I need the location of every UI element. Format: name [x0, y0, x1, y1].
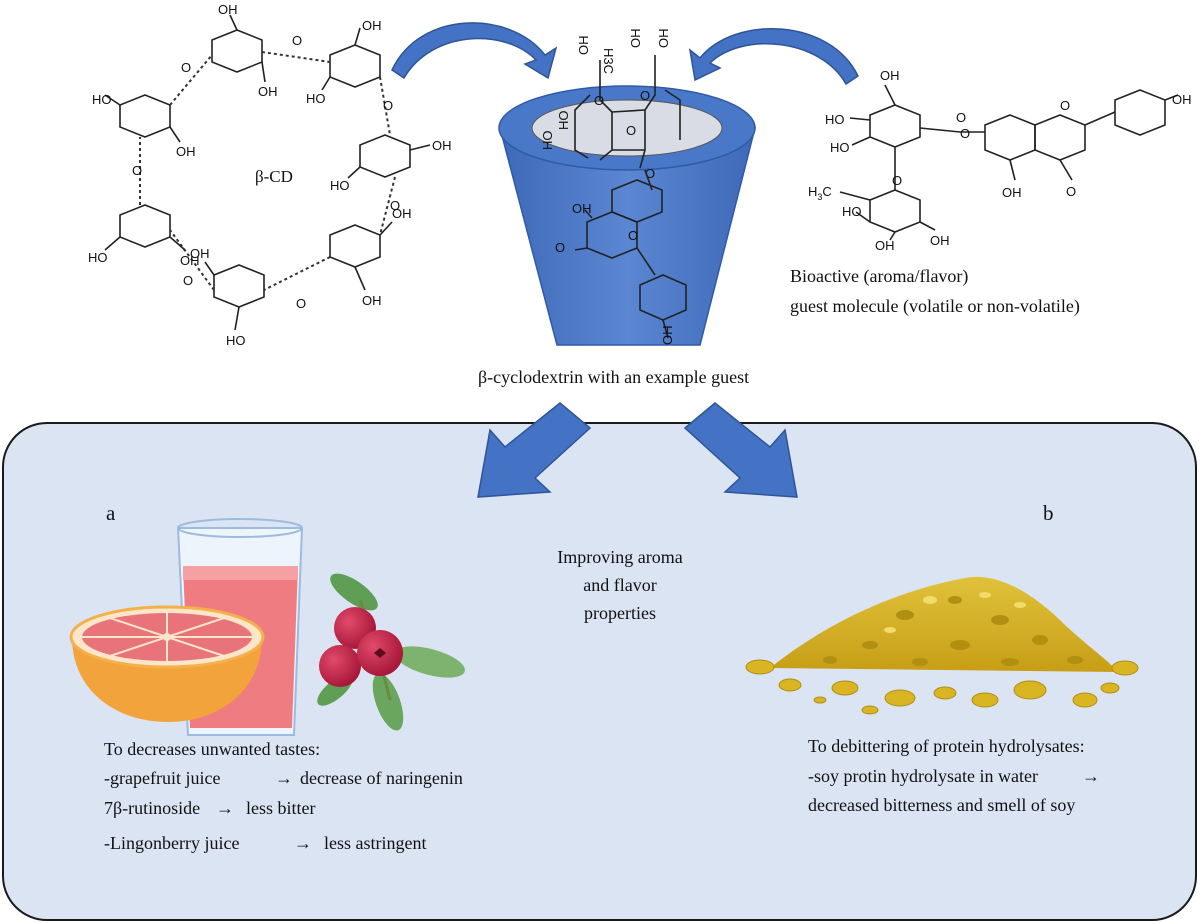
- panel-a-line3-arrow: →: [294, 833, 312, 853]
- svg-text:O: O: [555, 240, 565, 255]
- svg-text:OH: OH: [432, 138, 452, 153]
- panel-a-heading: To decreases unwanted tastes:: [104, 739, 320, 759]
- svg-text:HO: HO: [88, 250, 108, 265]
- center-text-line2: and flavor: [583, 575, 656, 595]
- svg-text:O: O: [1060, 98, 1070, 113]
- svg-text:O: O: [960, 126, 970, 141]
- panel-a-line1-left: -grapefruit juice: [104, 768, 220, 788]
- guest-caption-line2: guest molecule (volatile or non-volatile…: [790, 296, 1080, 317]
- svg-text:H3C: H3C: [601, 48, 616, 74]
- svg-text:OH: OH: [875, 238, 895, 253]
- svg-text:OH: OH: [572, 201, 592, 216]
- soy-powder-pile-illustration: [745, 576, 1139, 715]
- panel-a-label: a: [106, 501, 116, 525]
- arrow-down-left: [477, 402, 592, 498]
- panel-a-line3-right: less astringent: [324, 833, 426, 853]
- svg-text:OH: OH: [392, 206, 412, 221]
- panel-a-line2-left: 7β-rutinoside: [104, 798, 200, 818]
- svg-text:OH: OH: [1172, 92, 1192, 107]
- svg-text:O: O: [626, 123, 636, 138]
- cyclodextrin-cup-illustration: H3C OH OH OH HO HO O O O O OH O O OH: [498, 29, 756, 346]
- svg-text:OH: OH: [628, 29, 643, 49]
- svg-text:HO: HO: [330, 178, 350, 193]
- arrow-down-right: [683, 402, 798, 498]
- svg-text:OH: OH: [218, 2, 238, 17]
- methyl-label: H3C: [808, 184, 832, 202]
- svg-text:OH: OH: [258, 84, 278, 99]
- svg-text:O: O: [956, 110, 966, 125]
- svg-text:OH: OH: [660, 326, 675, 346]
- svg-text:OH: OH: [362, 18, 382, 33]
- svg-text:O: O: [1066, 184, 1076, 199]
- grapefruit-half-illustration: [69, 605, 265, 722]
- svg-text:OH: OH: [176, 144, 196, 159]
- svg-text:HO: HO: [540, 131, 555, 151]
- svg-text:HO: HO: [842, 204, 862, 219]
- svg-text:O: O: [296, 296, 306, 311]
- panel-b-heading: To debittering of protein hydrolysates:: [808, 736, 1085, 756]
- lingonberry-illustration: [317, 573, 465, 731]
- svg-text:O: O: [183, 273, 193, 288]
- svg-text:O: O: [383, 98, 393, 113]
- guest-molecule-structure: OH HO HO O O O OH O H3C HO OH OH OH O: [808, 68, 1192, 253]
- svg-text:HO: HO: [830, 140, 850, 155]
- panel-b-line2: decreased bitterness and smell of soy: [808, 795, 1075, 815]
- panel-a-line1-right: decrease of naringenin: [300, 768, 463, 788]
- svg-text:OH: OH: [656, 29, 671, 49]
- svg-text:OH: OH: [180, 253, 200, 268]
- beta-cd-label: β-CD: [255, 167, 293, 186]
- guest-caption-line1: Bioactive (aroma/flavor): [790, 266, 968, 287]
- panel-b-line1-arrow: →: [1082, 766, 1100, 786]
- svg-text:O: O: [181, 60, 191, 75]
- beta-cd-ring-structure: OH OH OH OH HO HO HO OH HO HO OH OH OH O…: [88, 2, 452, 348]
- svg-text:O: O: [594, 93, 604, 108]
- svg-text:OH: OH: [362, 293, 382, 308]
- curved-arrow-left: [391, 22, 558, 80]
- svg-text:HO: HO: [556, 111, 571, 131]
- svg-text:O: O: [628, 228, 638, 243]
- svg-text:O: O: [132, 163, 142, 178]
- svg-text:HO: HO: [825, 112, 845, 127]
- svg-text:HO: HO: [92, 92, 112, 107]
- panel-b-line1: -soy protin hydrolysate in water: [808, 766, 1038, 786]
- panel-a-line2-arrow: →: [216, 798, 234, 818]
- center-text-line3: properties: [584, 603, 656, 623]
- panel-b-label: b: [1043, 501, 1054, 525]
- svg-text:HO: HO: [306, 91, 326, 106]
- center-text-line1: Improving aroma: [557, 547, 682, 567]
- curved-arrow-right: [688, 28, 859, 86]
- svg-text:OH: OH: [930, 233, 950, 248]
- svg-text:OH: OH: [190, 246, 210, 261]
- panel-a-line1-arrow: →: [275, 768, 293, 788]
- svg-text:O: O: [390, 198, 400, 213]
- svg-text:O: O: [645, 166, 655, 181]
- cyclodextrin-caption: β-cyclodextrin with an example guest: [478, 367, 749, 387]
- svg-text:OH: OH: [880, 68, 900, 83]
- svg-text:HO: HO: [226, 333, 246, 348]
- panel-a-line2-right: less bitter: [246, 798, 316, 818]
- svg-text:O: O: [640, 88, 650, 103]
- svg-text:O: O: [892, 173, 902, 188]
- svg-text:O: O: [292, 33, 302, 48]
- svg-text:OH: OH: [576, 36, 591, 56]
- panel-a-line3-left: -Lingonberry juice: [104, 833, 239, 853]
- svg-text:OH: OH: [1002, 185, 1022, 200]
